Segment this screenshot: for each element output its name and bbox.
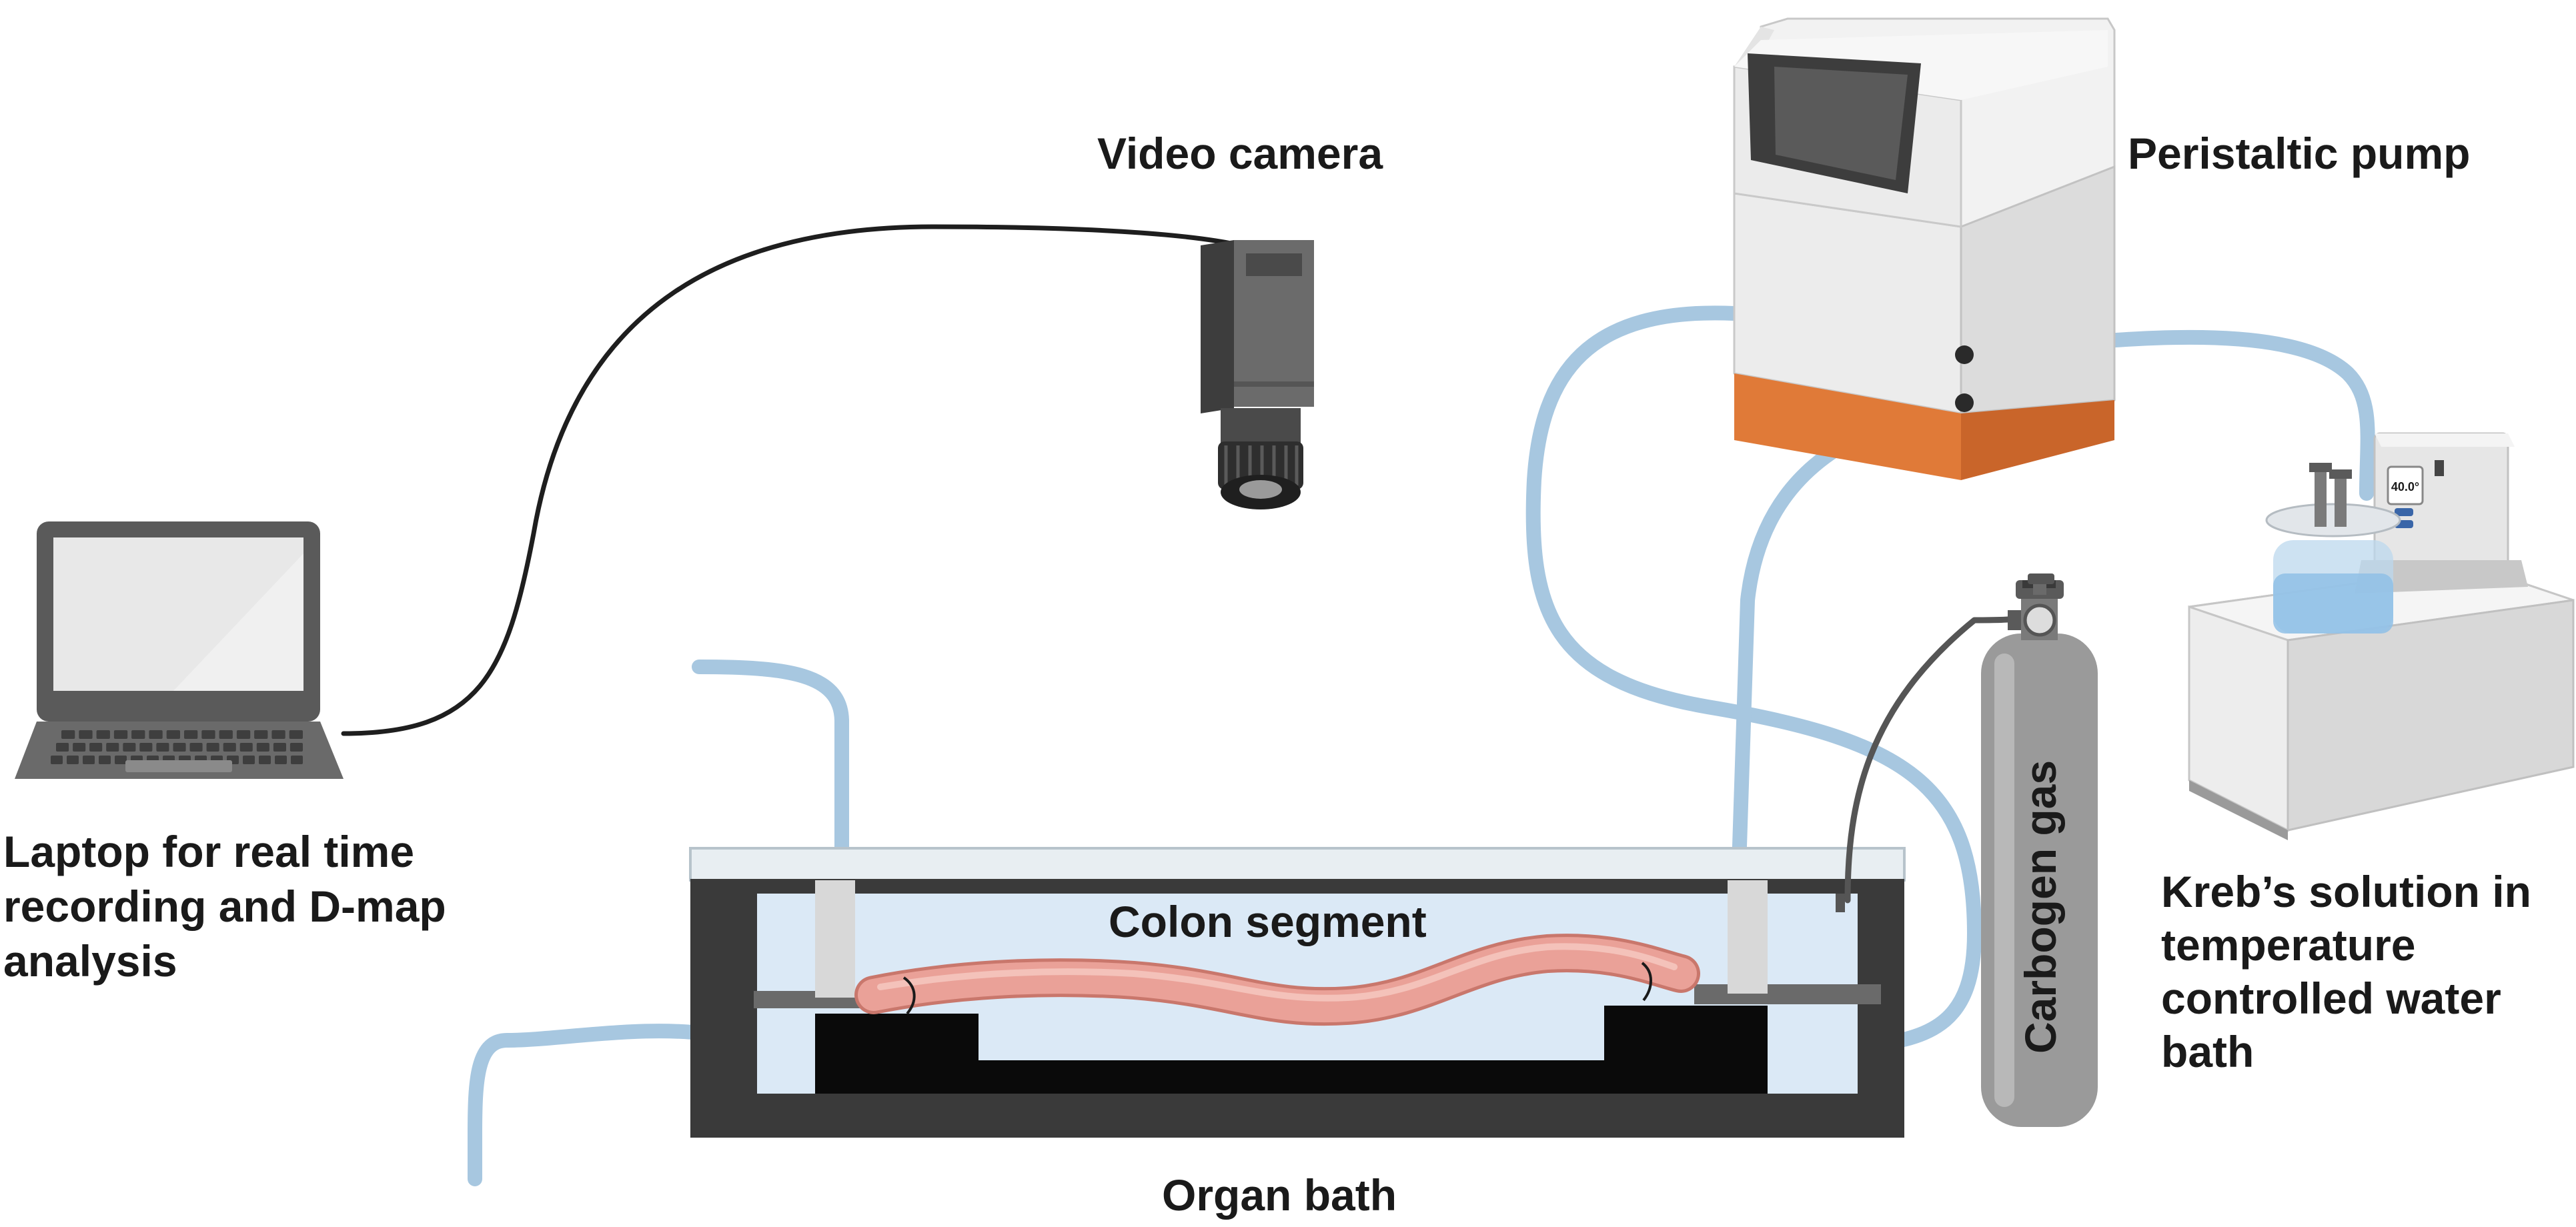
pump-screen bbox=[1774, 67, 1908, 180]
keyboard-key bbox=[51, 756, 63, 764]
krebs-water-bath: 40.0° bbox=[2188, 432, 2575, 840]
camera-stripe bbox=[1234, 381, 1314, 387]
lens-glass bbox=[1239, 480, 1282, 499]
label-peristaltic-pump: Peristaltic pump bbox=[2128, 129, 2470, 178]
pump-port-lower bbox=[1955, 393, 1974, 412]
lens-mount bbox=[1221, 408, 1301, 443]
bath-floor bbox=[690, 1102, 1904, 1138]
label-organ-bath: Organ bath bbox=[1162, 1170, 1397, 1220]
suture-right bbox=[1641, 962, 1652, 1002]
colon-segment bbox=[854, 934, 1700, 1026]
keyboard-key bbox=[139, 743, 153, 752]
pump-base-side bbox=[1961, 400, 2114, 480]
peristaltic-pump bbox=[1733, 17, 2116, 480]
pump-roof bbox=[1734, 30, 2108, 100]
label-carbogen-gas: Carbogen gas bbox=[2016, 760, 2065, 1054]
keyboard-key bbox=[291, 756, 303, 764]
pump-port-upper bbox=[1955, 345, 1974, 364]
keyboard-key bbox=[243, 756, 255, 764]
label-krebs-line3: controlled water bbox=[2161, 974, 2501, 1023]
temperature-readout: 40.0° bbox=[2391, 480, 2419, 493]
keyboard-key bbox=[113, 730, 128, 739]
cannula-left bbox=[815, 880, 855, 998]
keyboard-key bbox=[99, 756, 111, 764]
laptop bbox=[15, 521, 344, 779]
camera-cable bbox=[341, 224, 1243, 736]
keyboard-key bbox=[149, 730, 163, 739]
label-krebs-line4: bath bbox=[2161, 1027, 2254, 1076]
keyboard-key bbox=[96, 730, 110, 739]
keyboard-key bbox=[89, 743, 103, 752]
tube-pump-to-bath-outlet bbox=[1731, 396, 1968, 894]
laptop-trackpad bbox=[125, 760, 232, 772]
keyboard-key bbox=[201, 730, 215, 739]
cylinder-cap bbox=[2028, 573, 2054, 584]
keyboard-key bbox=[289, 730, 303, 739]
label-video-camera: Video camera bbox=[1097, 129, 1383, 178]
cannula-rod-right bbox=[1694, 984, 1881, 1004]
keyboard-key bbox=[271, 730, 285, 739]
keyboard-key bbox=[219, 730, 233, 739]
controller-stand bbox=[2355, 560, 2528, 593]
suture-left bbox=[902, 976, 916, 1015]
keyboard-key bbox=[79, 730, 93, 739]
carbogen-cylinder bbox=[1844, 573, 2098, 1127]
keyboard-key bbox=[189, 743, 203, 752]
video-camera bbox=[1201, 240, 1314, 509]
keyboard-key bbox=[83, 756, 95, 764]
camera-label-plate bbox=[1246, 253, 1302, 276]
reservoir-port-right bbox=[2335, 473, 2347, 527]
cannula-right bbox=[1728, 880, 1768, 994]
keyboard-key bbox=[156, 743, 169, 752]
keyboard-key bbox=[206, 743, 219, 752]
gas-line-nozzle bbox=[1836, 894, 1845, 912]
label-laptop-line1: Laptop for real time bbox=[3, 827, 414, 876]
keyboard-key bbox=[106, 743, 119, 752]
keyboard-key bbox=[289, 743, 303, 752]
controller-button-up bbox=[2395, 508, 2413, 516]
keyboard-key bbox=[131, 730, 145, 739]
label-krebs-line2: temperature bbox=[2161, 920, 2415, 970]
keyboard-key bbox=[239, 743, 253, 752]
keyboard-key bbox=[166, 730, 180, 739]
labels: Video camera Peristaltic pump Laptop for… bbox=[3, 129, 2531, 1220]
cylinder-highlight bbox=[1994, 654, 2014, 1107]
keyboard-key bbox=[61, 730, 75, 739]
pump-base-front bbox=[1734, 373, 1961, 480]
waterbath-side bbox=[2287, 599, 2575, 832]
keyboard-key bbox=[73, 743, 86, 752]
keyboard-key bbox=[115, 756, 127, 764]
laptop-keyboard bbox=[51, 730, 303, 764]
keyboard-key bbox=[273, 743, 286, 752]
reservoir-port-left bbox=[2315, 467, 2327, 527]
keyboard-key bbox=[256, 743, 269, 752]
label-colon-segment: Colon segment bbox=[1109, 897, 1427, 946]
support-block-right bbox=[1604, 1006, 1768, 1094]
pressure-gauge-icon bbox=[2023, 603, 2056, 637]
reservoir-solution bbox=[2273, 573, 2393, 634]
keyboard-key bbox=[56, 743, 69, 752]
reservoir-lid bbox=[2265, 503, 2401, 537]
tube-inflow-left bbox=[692, 660, 849, 894]
label-laptop-line3: analysis bbox=[3, 936, 177, 986]
tube-drain-bottom bbox=[468, 1024, 700, 1186]
keyboard-key bbox=[223, 743, 236, 752]
keyboard-key bbox=[275, 756, 287, 764]
camera-side bbox=[1201, 240, 1234, 413]
keyboard-key bbox=[67, 756, 79, 764]
label-laptop-line2: recording and D-map bbox=[3, 882, 446, 931]
controller-switch bbox=[2435, 460, 2444, 476]
keyboard-key bbox=[173, 743, 186, 752]
keyboard-key bbox=[123, 743, 136, 752]
keyboard-key bbox=[184, 730, 198, 739]
controller-display bbox=[2387, 465, 2424, 505]
keyboard-key bbox=[236, 730, 251, 739]
label-krebs-line1: Kreb’s solution in bbox=[2161, 867, 2531, 916]
screen-glare bbox=[173, 553, 303, 691]
keyboard-key bbox=[254, 730, 268, 739]
keyboard-key bbox=[259, 756, 271, 764]
bath-lid bbox=[689, 847, 1906, 882]
tube-pump-to-bath-loop bbox=[1525, 305, 1982, 1053]
